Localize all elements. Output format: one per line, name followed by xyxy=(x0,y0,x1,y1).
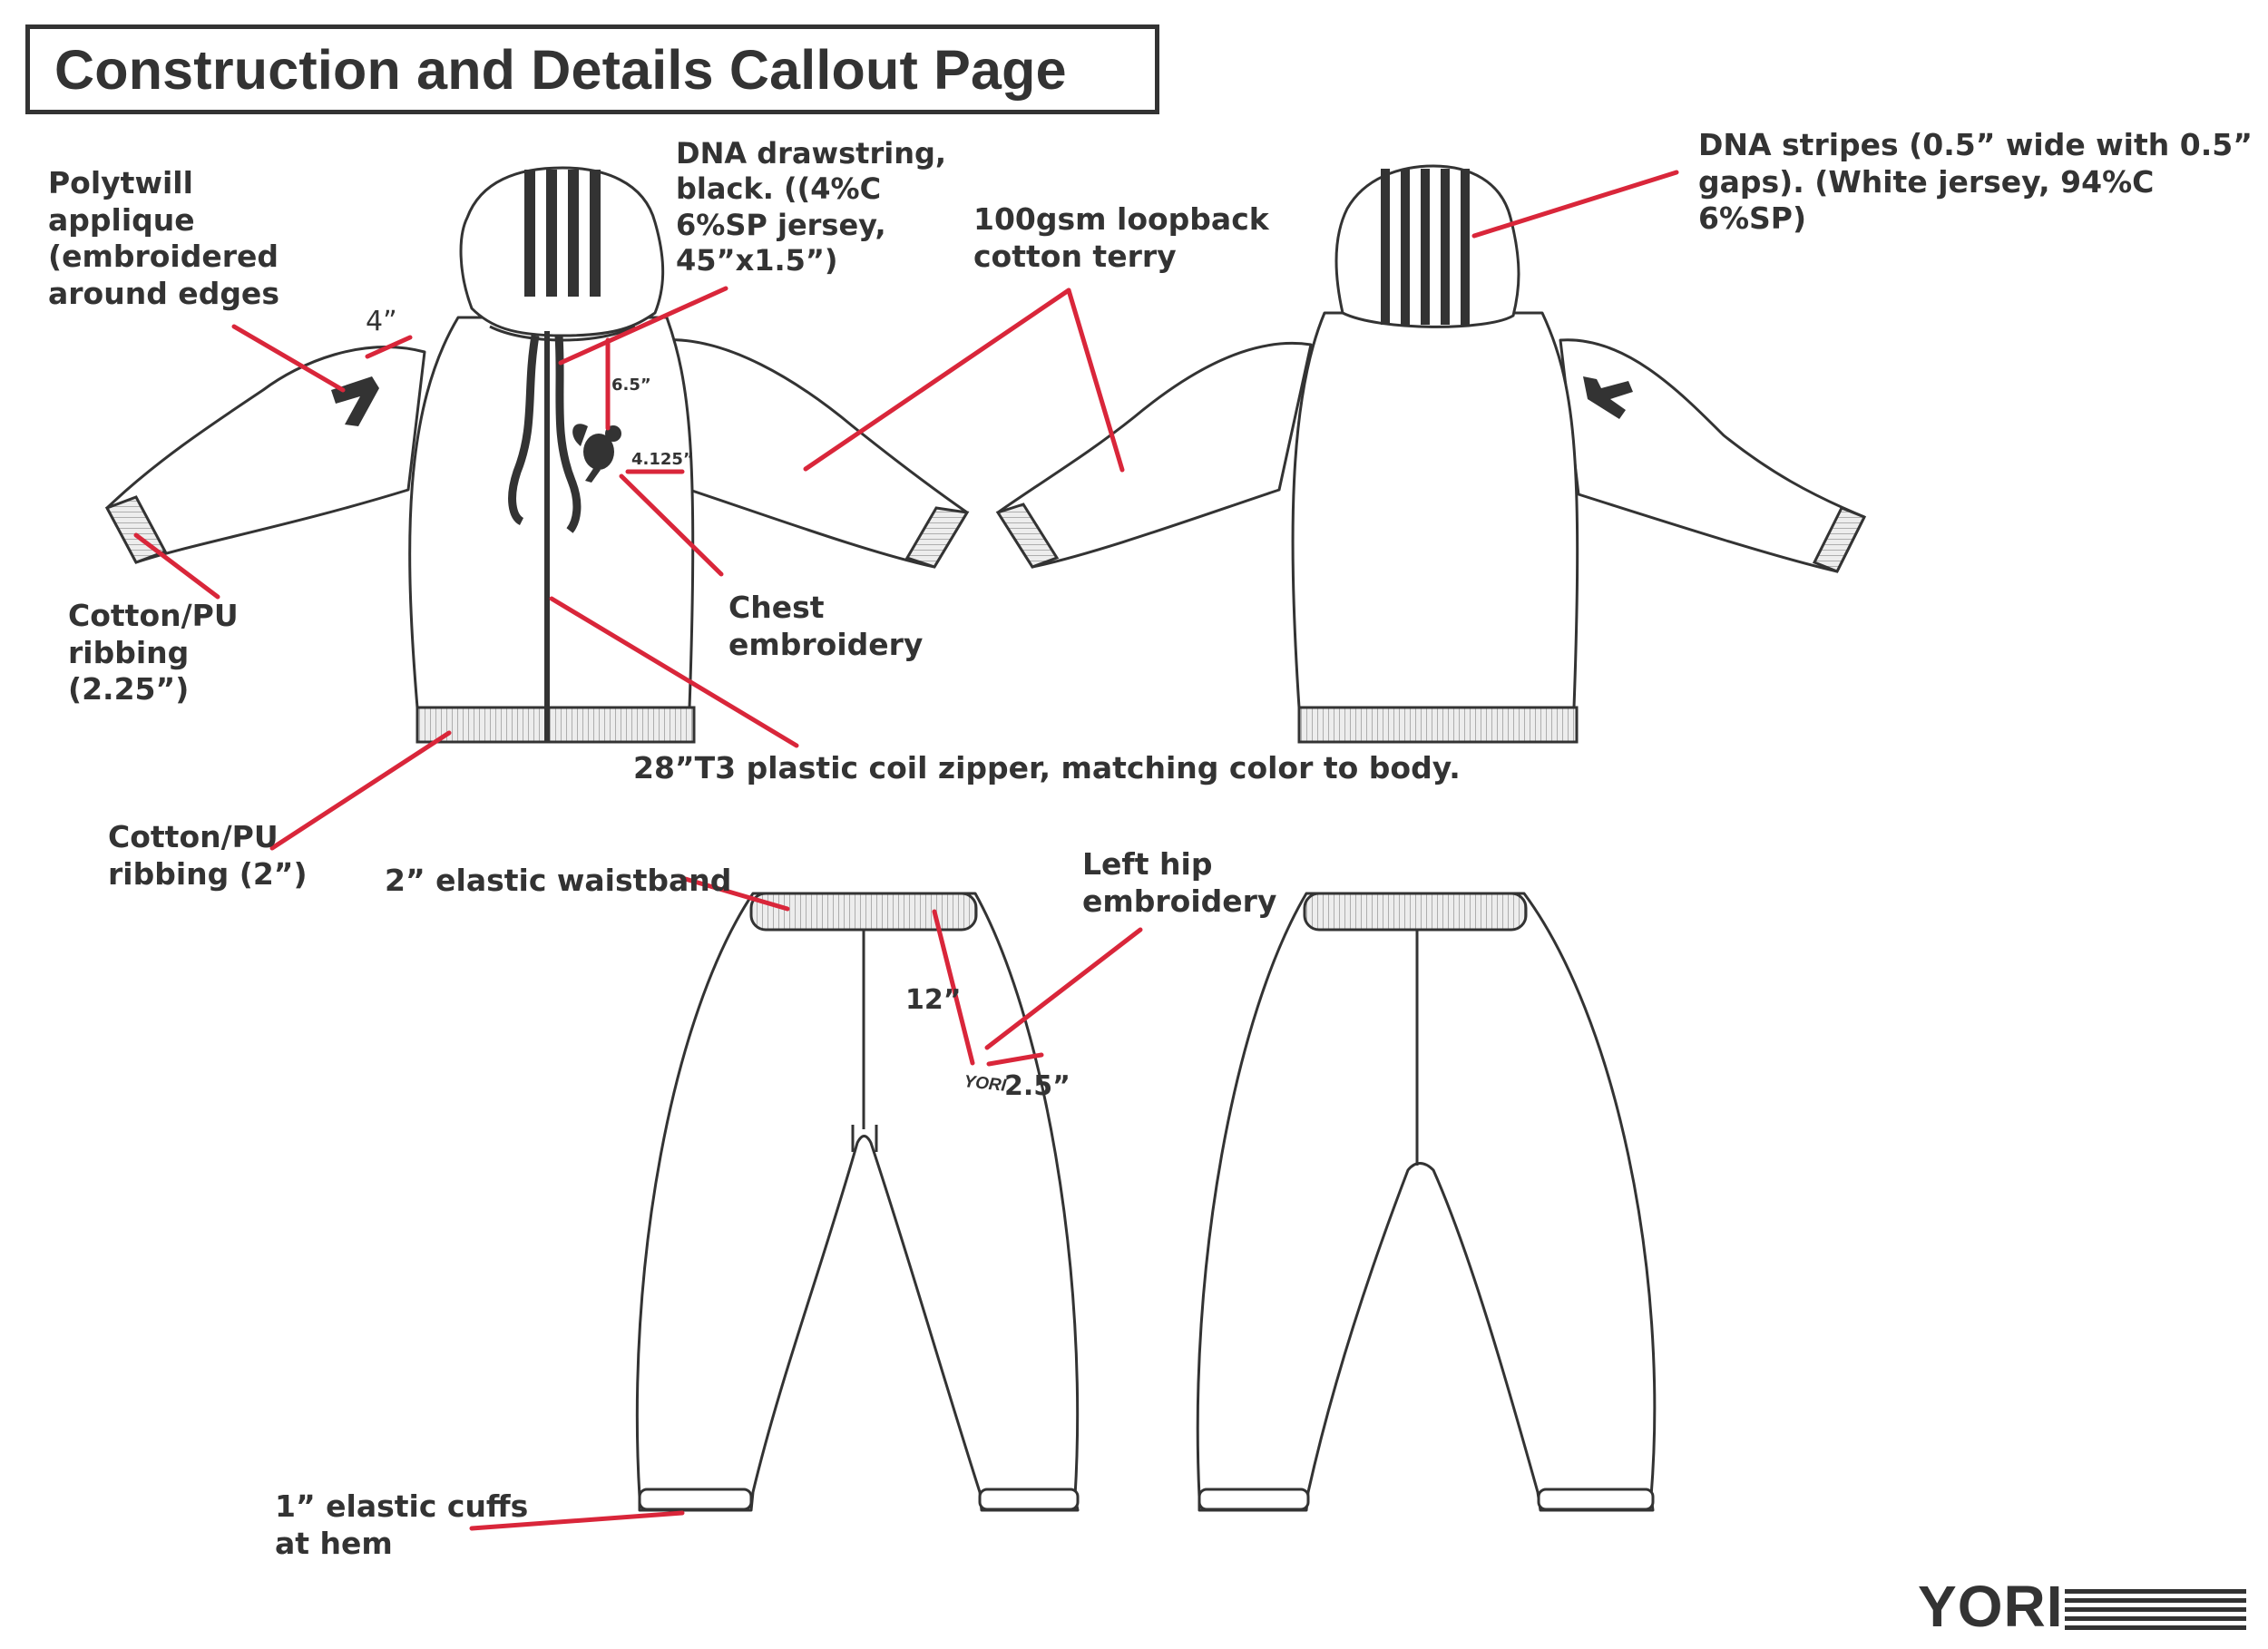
pants-hip-logo: YORI xyxy=(963,1072,1007,1096)
hoodie-front-drawstring-right xyxy=(554,335,582,533)
pants-back-waistband xyxy=(1303,892,1528,932)
callout-line-waistband xyxy=(679,875,790,912)
label-zipper: 28”T3 plastic coil zipper, matching colo… xyxy=(633,750,1461,785)
callout-line-dna-stripes xyxy=(1471,170,1679,239)
squirrel-embroidery-icon xyxy=(572,424,621,483)
label-hip-offset: 2.5” xyxy=(1004,1070,1070,1102)
pants-front-left-cuff xyxy=(638,1488,753,1511)
hoodie-back-dna-stripes xyxy=(1381,169,1470,325)
label-elastic-waistband: 2” elastic waistband xyxy=(385,863,732,898)
hoodie-front-hem-ribbing xyxy=(415,706,696,744)
callout-line-cuff-ribbing xyxy=(133,532,220,600)
pants-front-waistband xyxy=(749,892,978,932)
hoodie-front-body xyxy=(408,316,696,744)
hoodie-back-right-cuff-ribbing xyxy=(1812,506,1867,573)
hoodie-back-left-sleeve xyxy=(996,342,1313,569)
label-applique-width: 4” xyxy=(366,306,397,337)
hoodie-front-dna-stripes xyxy=(524,170,601,297)
label-polytwill-applique: Polytwill applique (embroidered around e… xyxy=(48,165,279,311)
label-dna-drawstring: DNA drawstring, black. ((4%C 6%SP jersey… xyxy=(676,136,947,278)
label-hip-drop: 12” xyxy=(905,984,962,1016)
label-left-hip-embroidery: Left hip embroidery xyxy=(1082,846,1277,919)
pants-back-left-cuff xyxy=(1198,1488,1310,1511)
yori-logo-text: YORI xyxy=(1918,1574,2064,1639)
hoodie-back-right-sleeve xyxy=(1559,338,1866,573)
label-chest-embroidery: Chest embroidery xyxy=(728,590,924,662)
callout-line-elastic-cuffs xyxy=(469,1510,685,1531)
pants-back-outline xyxy=(1196,892,1657,1512)
label-elastic-cuffs: 1” elastic cuffs at hem xyxy=(275,1488,529,1561)
callout-line-hip-offset xyxy=(986,1052,1044,1067)
callout-line-hip-drop xyxy=(932,909,975,1066)
page-title-box: Construction and Details Callout Page xyxy=(25,24,1159,114)
hoodie-back-left-cuff-ribbing xyxy=(995,503,1060,569)
callout-line-applique-width xyxy=(365,335,413,359)
number-seven-applique-back-icon xyxy=(1583,376,1633,419)
label-cuff-ribbing: Cotton/PU ribbing (2.25”) xyxy=(68,598,239,707)
label-dna-stripes: DNA stripes (0.5” wide with 0.5” gaps). … xyxy=(1698,127,2253,237)
callout-line-terry-back xyxy=(1066,288,1125,473)
hoodie-front xyxy=(105,166,969,744)
callout-line-zipper xyxy=(549,596,799,748)
hoodie-front-hood xyxy=(459,166,665,337)
pants-back-right-cuff xyxy=(1537,1488,1655,1511)
label-chest-offset: 4.125” xyxy=(631,450,694,469)
yori-stripes-logo-icon xyxy=(2065,1589,2246,1630)
hoodie-back-hem-ribbing xyxy=(1297,706,1579,744)
pants-front-right-cuff xyxy=(978,1488,1080,1511)
pants-back xyxy=(1196,892,1657,1512)
callout-line-chest-embroidery xyxy=(619,473,724,577)
callout-line-terry-front xyxy=(803,288,1071,472)
pants-front xyxy=(635,892,1080,1512)
page-title: Construction and Details Callout Page xyxy=(54,39,1067,101)
hoodie-front-right-sleeve xyxy=(660,338,969,569)
hoodie-front-left-sleeve xyxy=(105,346,426,564)
callout-line-hip-embroidery xyxy=(984,927,1143,1050)
callout-line-hem-ribbing xyxy=(269,730,452,851)
callout-lines xyxy=(133,170,1679,1531)
label-chest-drop: 6.5” xyxy=(611,376,651,395)
callout-line-drawstring xyxy=(558,286,728,366)
callout-line-polytwill xyxy=(231,324,346,393)
pants-front-outline xyxy=(635,892,1080,1512)
label-loopback-terry: 100gsm loopback cotton terry xyxy=(973,201,1269,274)
hoodie-front-right-cuff-ribbing xyxy=(904,506,970,569)
hoodie-back xyxy=(996,164,1866,744)
hoodie-back-body xyxy=(1291,311,1579,744)
hoodie-front-drawstring-left xyxy=(508,335,540,526)
label-hem-ribbing: Cotton/PU ribbing (2”) xyxy=(108,819,308,892)
